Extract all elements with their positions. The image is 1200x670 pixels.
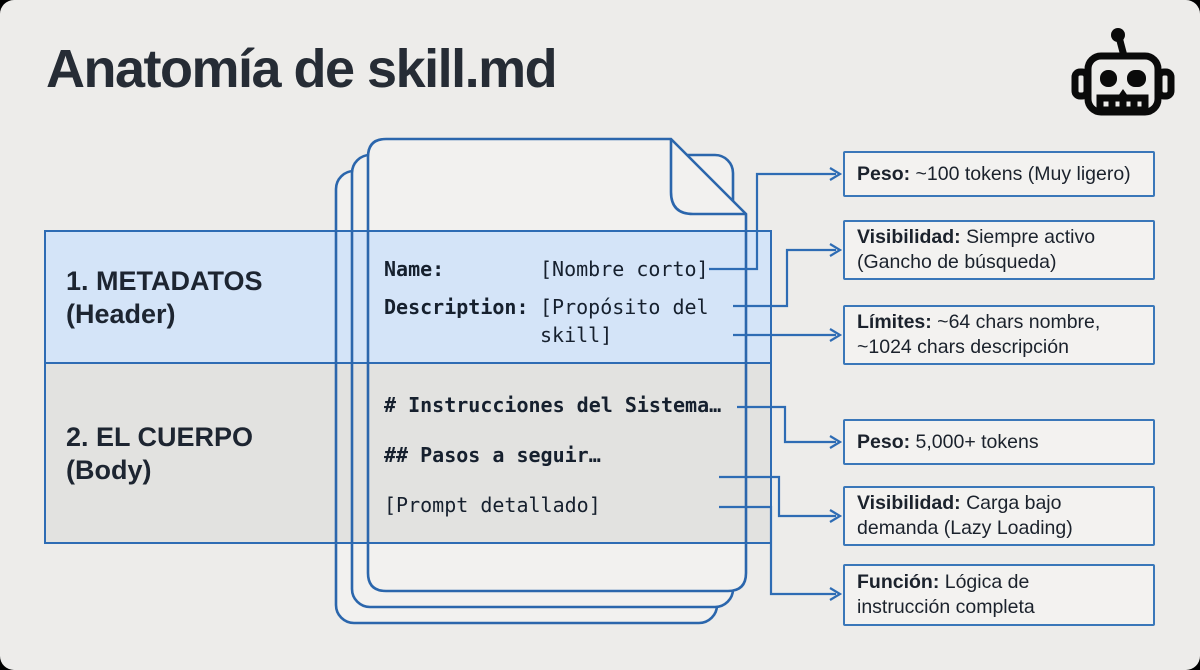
callout-body: Lógica de instrucción completa bbox=[857, 571, 1035, 618]
callout-label: Visibilidad: bbox=[857, 226, 961, 248]
body-band bbox=[44, 362, 772, 544]
metadata-section-sub: (Header) bbox=[66, 299, 176, 329]
doc-description-value-line1: [Propósito del bbox=[540, 295, 709, 319]
connector-prompt-to-funcion bbox=[719, 505, 836, 596]
callout-label: Peso: bbox=[857, 430, 911, 453]
callout-visibilidad-body: Visibilidad: Carga bajo demanda (Lazy Lo… bbox=[843, 486, 1155, 546]
callout-body: Carga bajo demanda (Lazy Loading) bbox=[857, 492, 1073, 539]
arrowhead-icon bbox=[829, 435, 843, 449]
doc-name-value: [Nombre corto] bbox=[540, 257, 709, 281]
connector-description-to-visibilidad bbox=[733, 248, 836, 308]
doc-body-line-prompt: [Prompt detallado] bbox=[384, 493, 601, 517]
arrowhead-icon bbox=[829, 509, 843, 523]
connector-name-to-peso bbox=[709, 172, 836, 271]
connector-pasos-to-visibilidad bbox=[719, 475, 836, 518]
callout-body: 5,000+ tokens bbox=[910, 430, 1039, 453]
doc-body-line-instrucciones: # Instrucciones del Sistema… bbox=[384, 393, 722, 417]
body-section-number: 2. EL CUERPO bbox=[66, 422, 254, 452]
callout-label: Peso: bbox=[857, 162, 911, 185]
callout-limites-header: Límites: ~64 chars nombre, ~1024 chars d… bbox=[843, 305, 1155, 365]
page-title: Anatomía de skill.md bbox=[46, 39, 558, 99]
callout-label: Visibilidad: bbox=[857, 492, 961, 514]
doc-body-line-pasos: ## Pasos a seguir… bbox=[384, 443, 601, 467]
arrowhead-icon bbox=[829, 167, 843, 181]
callout-peso-header: Peso: ~100 tokens (Muy ligero) bbox=[843, 151, 1155, 197]
body-section-label: 2. EL CUERPO (Body) bbox=[66, 421, 366, 487]
callout-funcion-body: Función: Lógica de instrucción completa bbox=[843, 564, 1155, 626]
callout-label: Límites: bbox=[857, 311, 932, 333]
doc-description-value-line2: skill] bbox=[540, 323, 613, 347]
robot-icon bbox=[1071, 28, 1175, 116]
arrowhead-icon bbox=[829, 243, 843, 257]
doc-name-label: Name: bbox=[384, 257, 445, 281]
callout-peso-body: Peso: 5,000+ tokens bbox=[843, 419, 1155, 465]
metadata-section-number: 1. METADATOS bbox=[66, 266, 263, 296]
callout-visibilidad-header: Visibilidad: Siempre activo (Gancho de b… bbox=[843, 220, 1155, 280]
callout-body: Siempre activo (Gancho de búsqueda) bbox=[857, 226, 1096, 273]
connector-instrucciones-to-peso bbox=[737, 405, 836, 444]
callout-body: ~64 chars nombre, ~1024 chars descripció… bbox=[857, 311, 1101, 358]
doc-description-label: Description: bbox=[384, 295, 529, 319]
folded-corner-icon bbox=[669, 139, 746, 216]
metadata-section-label: 1. METADATOS (Header) bbox=[66, 265, 366, 331]
arrowhead-icon bbox=[829, 328, 843, 342]
body-section-sub: (Body) bbox=[66, 455, 152, 485]
callout-body: ~100 tokens (Muy ligero) bbox=[910, 162, 1131, 185]
callout-label: Función: bbox=[857, 571, 940, 593]
arrowhead-icon bbox=[829, 587, 843, 601]
